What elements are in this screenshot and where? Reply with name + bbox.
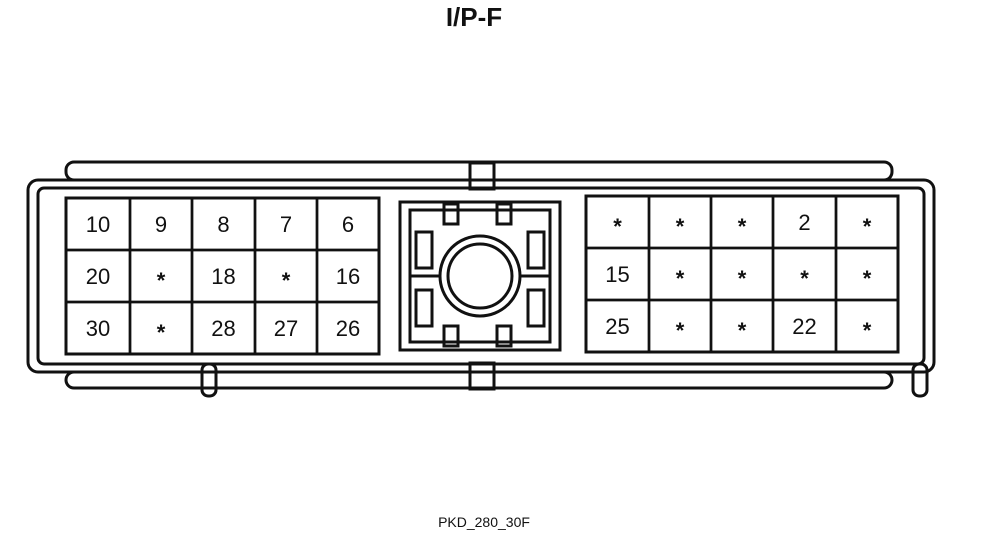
pin-number: 25 [605,314,629,339]
center-key [398,200,562,352]
key-tab-top [468,161,496,191]
pin-block-left: 10 9 8 7 6 20 * 18 * 16 30 * 28 27 26 [64,196,381,356]
pin-unused-mark: * [676,214,685,239]
housing-top-rail [64,160,894,182]
pin-number: 16 [336,264,360,289]
pin-unused-mark: * [863,266,872,291]
center-key-latch-left-lower [414,288,434,328]
pin-number: 27 [274,316,298,341]
key-tab-bottom [468,361,496,391]
pin-unused-mark: * [863,214,872,239]
housing-bottom-rail [64,370,894,390]
pin-number: 22 [792,314,816,339]
pin-unused-mark: * [613,214,622,239]
diagram-title: I/P-F [446,2,502,32]
pin-number: 7 [280,212,292,237]
center-key-frame [398,200,562,352]
pin-number: 6 [342,212,354,237]
pin-number: 20 [86,264,110,289]
pin-unused-mark: * [738,266,747,291]
pin-number: 26 [336,316,360,341]
pin-number: 28 [211,316,235,341]
pin-unused-mark: * [157,268,166,293]
center-key-ring-inner [446,242,514,310]
housing-outer-body [26,178,936,374]
pin-number: 15 [605,262,629,287]
center-key-slot-tl [442,202,460,226]
pin-number: 8 [217,212,229,237]
latch-leg-right [911,362,929,398]
center-key-latch-left [414,230,434,270]
pin-block-right: * * * 2 * 15 * * * * 25 * * 22 * [584,194,900,354]
pin-cell [834,298,900,354]
center-key-slot-br [495,324,513,348]
pin-number: 18 [211,264,235,289]
pin-number: 30 [86,316,110,341]
pin-unused-mark: * [282,268,291,293]
center-key-slot-tr [495,202,513,226]
pin-unused-mark: * [676,318,685,343]
connector-housing [26,160,936,398]
pin-unused-mark: * [738,318,747,343]
pin-number: 9 [155,212,167,237]
pin-unused-mark: * [738,214,747,239]
center-key-slot-bl [442,324,460,348]
pin-cell [315,300,381,356]
pin-number: 2 [798,210,810,235]
latch-leg-left [200,362,218,398]
center-key-ring-outer [438,234,522,318]
housing-inner-frame [36,186,926,366]
center-key-latch-right [526,230,546,270]
pin-unused-mark: * [157,320,166,345]
pin-unused-mark: * [676,266,685,291]
pin-number: 10 [86,212,110,237]
pin-unused-mark: * [800,266,809,291]
diagram-code: PKD_280_30F [438,514,530,530]
pin-unused-mark: * [863,318,872,343]
center-key-latch-right-lower [526,288,546,328]
